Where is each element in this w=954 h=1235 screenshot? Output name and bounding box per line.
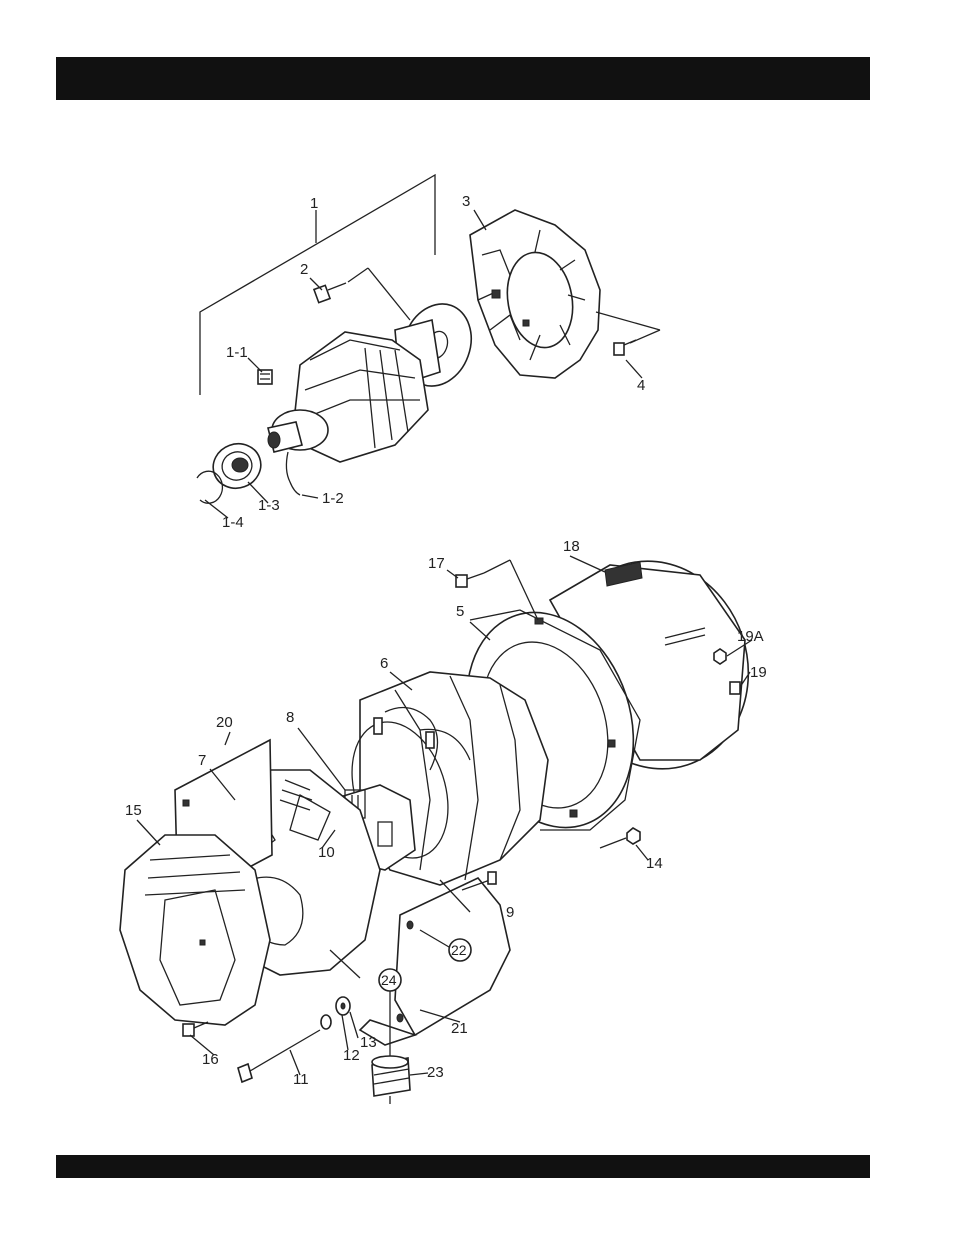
label-12: 12 xyxy=(343,1047,360,1064)
label-3: 3 xyxy=(462,193,470,210)
label-19: 19 xyxy=(750,664,767,681)
label-1: 1 xyxy=(310,195,318,212)
label-2: 2 xyxy=(300,261,308,278)
mounting-bracket-21 xyxy=(360,878,510,1045)
label-20: 20 xyxy=(216,714,233,731)
label-9: 9 xyxy=(506,904,514,921)
label-19a: 19A xyxy=(737,628,764,645)
label-1-3: 1-3 xyxy=(258,497,280,514)
label-6: 6 xyxy=(380,655,388,672)
label-7: 7 xyxy=(198,752,206,769)
rear-cover-15 xyxy=(120,835,270,1025)
vibration-isolator-23 xyxy=(372,1040,410,1104)
label-22: 22 xyxy=(451,942,467,958)
label-23: 23 xyxy=(427,1064,444,1081)
brush-holder xyxy=(258,370,272,384)
label-16: 16 xyxy=(202,1051,219,1068)
rotor-assembly xyxy=(268,294,482,495)
bolt-17 xyxy=(456,560,538,620)
label-11: 11 xyxy=(293,1071,309,1088)
engine-coupling xyxy=(470,210,600,378)
label-8: 8 xyxy=(286,709,294,726)
label-15: 15 xyxy=(125,802,142,819)
label-21: 21 xyxy=(451,1020,468,1037)
label-14: 14 xyxy=(646,855,663,872)
label-18: 18 xyxy=(563,538,580,555)
label-24: 24 xyxy=(381,972,397,988)
label-1-1: 1-1 xyxy=(226,344,248,361)
bolt-16 xyxy=(183,1022,208,1036)
snap-ring xyxy=(197,471,222,503)
label-1-2: 1-2 xyxy=(322,490,344,507)
label-10: 10 xyxy=(318,844,335,861)
label-17: 17 xyxy=(428,555,445,572)
label-5: 5 xyxy=(456,603,464,620)
bolt-2 xyxy=(314,268,410,320)
washers-12-13 xyxy=(321,997,350,1029)
label-4: 4 xyxy=(637,377,645,394)
nut-14 xyxy=(600,828,640,848)
ball-bearing xyxy=(207,437,267,495)
bolt-4 xyxy=(596,312,660,355)
label-13: 13 xyxy=(360,1034,377,1051)
